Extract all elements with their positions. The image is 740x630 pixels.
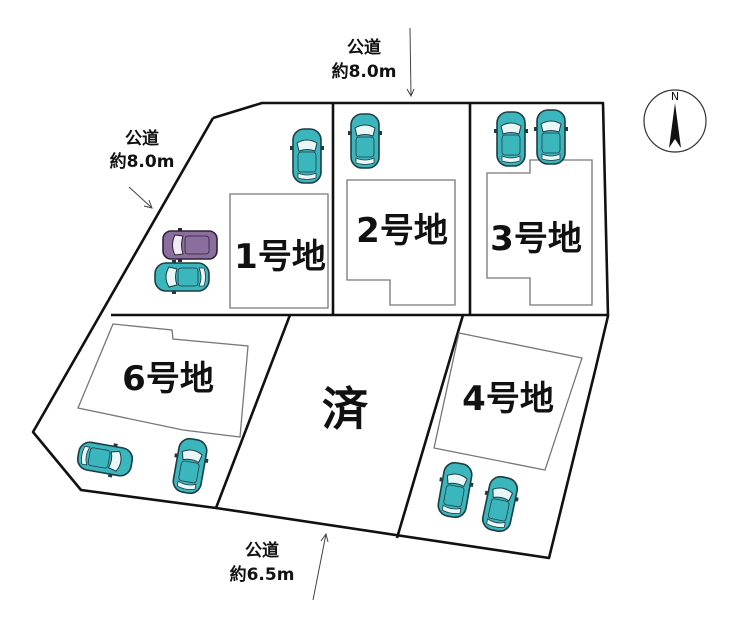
lot3-label: 3号地 <box>490 219 582 259</box>
compass-needle <box>669 103 681 148</box>
car-lot6-right <box>167 435 213 497</box>
car-lot1-purple <box>162 227 218 263</box>
boundary-lot6-sold <box>214 314 292 509</box>
building-footprint-lot3 <box>486 159 593 306</box>
building-footprint-lot2 <box>346 179 456 306</box>
road-north-name: 公道 <box>347 37 381 58</box>
lot-boundaries <box>31 101 610 560</box>
building-footprint-lot6 <box>77 323 249 438</box>
compass-circle <box>643 89 707 153</box>
car-lot6-left <box>74 436 136 482</box>
lot4-label: 4号地 <box>462 379 554 419</box>
road-west-arrow <box>128 186 153 209</box>
car-lot2 <box>347 113 383 169</box>
north-compass: N <box>643 89 707 153</box>
road-north-width: 約8.0m <box>332 61 397 82</box>
road-west: 公道 約8.0m <box>110 128 175 209</box>
sold-lot-label: 済 <box>322 382 369 436</box>
car-lot4-right <box>476 473 524 535</box>
road-west-name: 公道 <box>125 128 159 149</box>
car-lot3-left <box>493 111 529 167</box>
lot2-label: 2号地 <box>356 211 448 251</box>
building-footprint-lot4 <box>433 332 583 471</box>
site-outer-boundary <box>31 101 610 560</box>
compass-north-label: N <box>671 90 679 103</box>
building-footprint-lot1 <box>229 193 329 309</box>
car-lot1-bottom <box>154 259 210 295</box>
road-west-width: 約8.0m <box>110 151 175 172</box>
road-south: 公道 約6.5m <box>230 532 329 601</box>
car-lot3-right <box>533 109 569 165</box>
lot6-label: 6号地 <box>122 359 214 399</box>
road-north: 公道 約8.0m <box>332 27 415 98</box>
car-lot1-top <box>289 128 325 184</box>
car-lot4-left <box>432 459 478 521</box>
boundary-sold-lot4 <box>395 314 465 539</box>
lot1-label: 1号地 <box>234 237 326 277</box>
building-footprints <box>77 159 593 471</box>
road-south-name: 公道 <box>245 540 279 561</box>
road-north-arrow <box>409 27 412 97</box>
road-south-arrow <box>312 533 327 601</box>
road-south-width: 約6.5m <box>230 564 295 585</box>
